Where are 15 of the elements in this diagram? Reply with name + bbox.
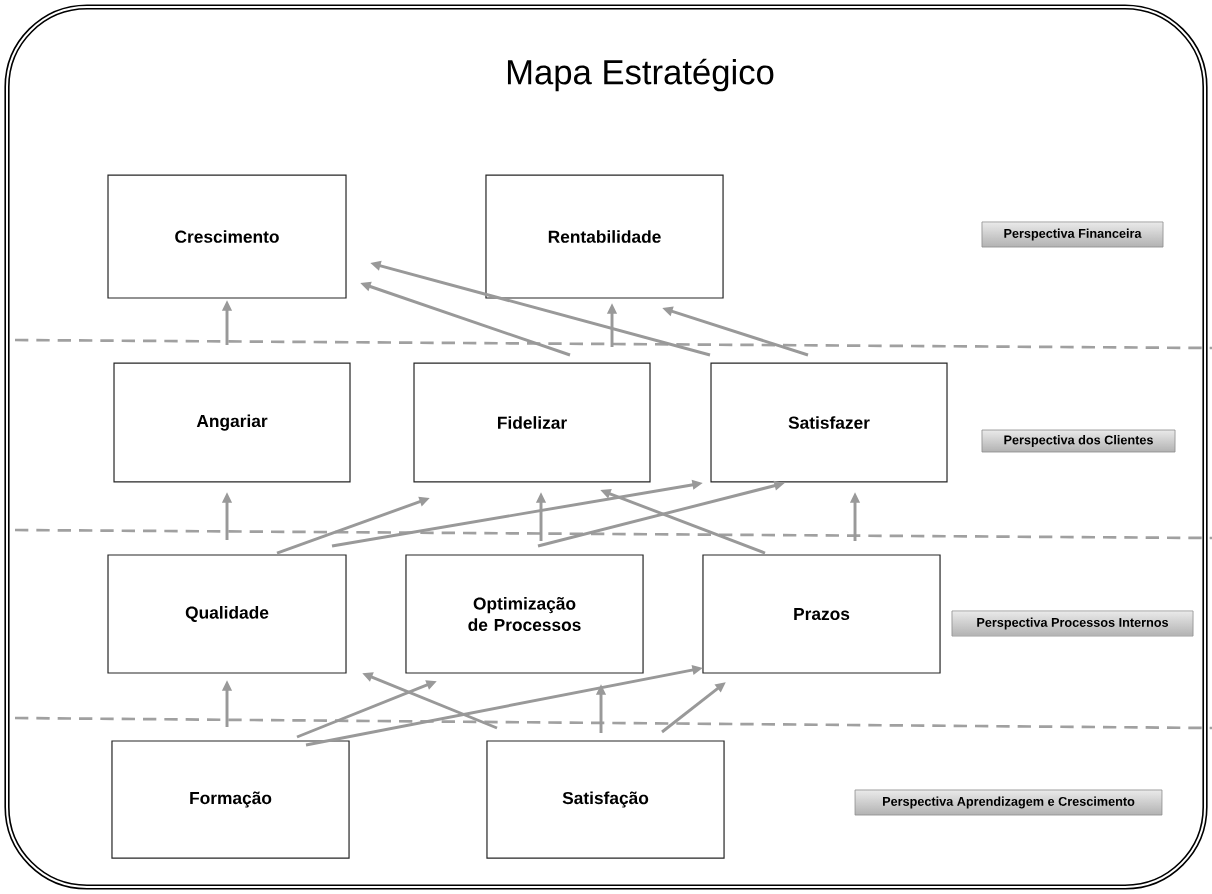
objective-box: Formação xyxy=(111,740,350,859)
objective-box: Satisfação xyxy=(486,740,725,859)
perspective-label: Perspectiva Processos Internos xyxy=(951,610,1194,637)
perspective-label: Perspectiva Aprendizagem e Crescimento xyxy=(854,789,1163,816)
objective-box: Qualidade xyxy=(107,554,347,674)
objective-box: Rentabilidade xyxy=(485,174,724,299)
objective-box: Fidelizar xyxy=(413,362,651,483)
objective-box: Optimização de Processos xyxy=(405,554,644,674)
objective-box: Crescimento xyxy=(107,174,347,299)
objective-box: Prazos xyxy=(702,554,941,674)
perspective-label: Perspectiva dos Clientes xyxy=(981,429,1176,453)
objective-box: Angariar xyxy=(113,362,351,483)
objective-box: Satisfazer xyxy=(710,362,948,483)
perspective-label: Perspectiva Financeira xyxy=(981,221,1164,248)
title: Mapa Estratégico xyxy=(507,58,774,92)
